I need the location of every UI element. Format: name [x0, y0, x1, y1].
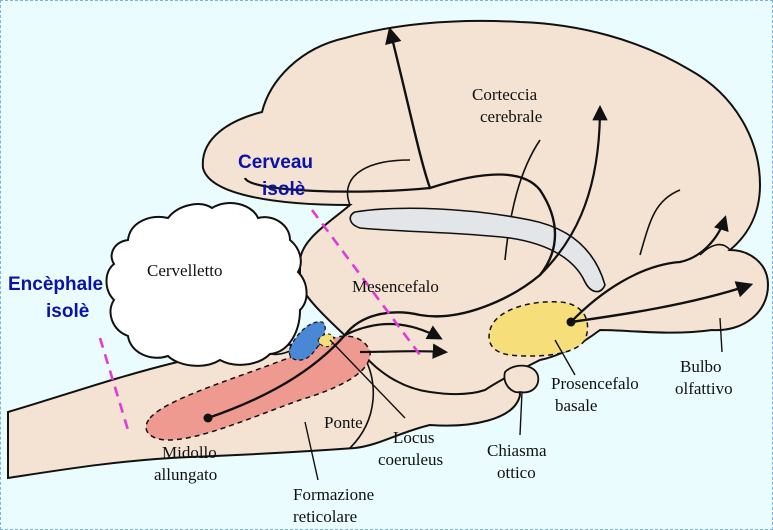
- label-bulbo: Bulbo: [680, 357, 722, 376]
- thalamic-branch-arrow: [360, 351, 445, 352]
- label-cerveau: Cerveau: [238, 152, 313, 173]
- label-mesencefalo: Mesencefalo: [352, 277, 439, 296]
- cerebellum-outline: [107, 203, 307, 366]
- label-chiasma: Chiasma: [487, 441, 547, 460]
- label-cervelletto: Cervelletto: [147, 261, 223, 280]
- label-reticolare: reticolare: [293, 507, 357, 526]
- label-coeruleus: coeruleus: [378, 450, 443, 469]
- label-olfattivo: olfattivo: [675, 379, 733, 398]
- label-encephale: Encèphale: [8, 274, 103, 295]
- label-locus: Locus: [393, 428, 435, 447]
- label-allungato: allungato: [154, 465, 217, 484]
- label-corteccia: Corteccia: [472, 85, 538, 104]
- label-ponte: Ponte: [324, 413, 363, 432]
- chiasma-leader: [520, 392, 522, 435]
- label-ottico: ottico: [497, 463, 536, 482]
- label-cerebrale: cerebrale: [480, 107, 542, 126]
- label-cerveau-isole: isolè: [262, 179, 305, 200]
- label-midollo: Midollo: [162, 443, 217, 462]
- optic-chiasm: [504, 366, 538, 393]
- label-basale: basale: [555, 396, 597, 415]
- label-formazione: Formazione: [293, 485, 374, 504]
- label-encephale-isole: isolè: [46, 301, 89, 322]
- label-prosencefalo: Prosencefalo: [551, 374, 639, 393]
